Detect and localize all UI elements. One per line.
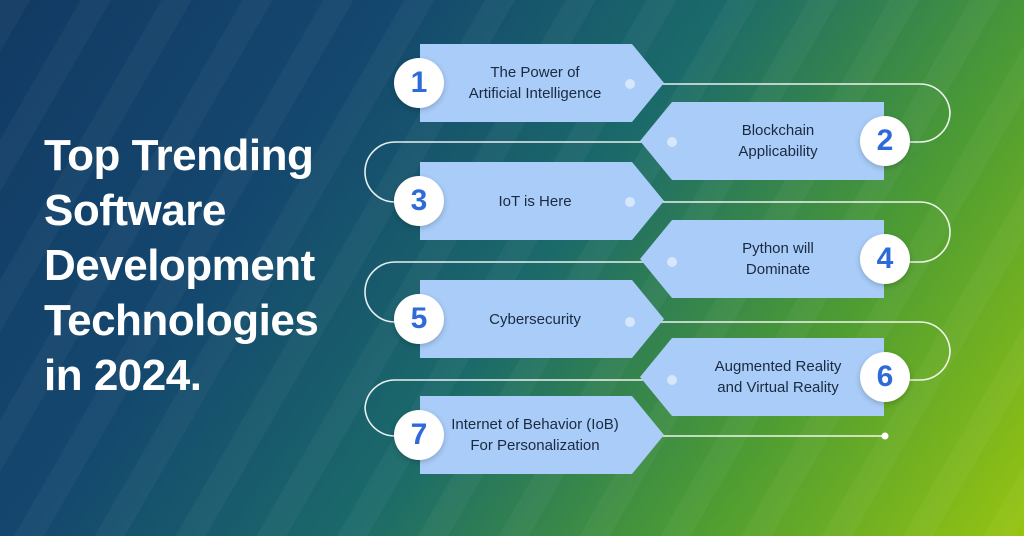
step-card-5: Cybersecurity: [420, 280, 664, 358]
title-line-4: Technologies: [44, 296, 319, 345]
step-card-4: Python will Dominate: [640, 220, 884, 298]
step-card-6: Augmented Reality and Virtual Reality: [640, 338, 884, 416]
connector-dot-5: [625, 317, 635, 327]
step-number-1: 1: [394, 58, 444, 108]
step-label-7: Internet of Behavior (IoB) For Personali…: [451, 416, 619, 454]
step-card-7: Internet of Behavior (IoB) For Personali…: [420, 396, 664, 474]
step-number-2: 2: [860, 116, 910, 166]
page-title: Top Trending Software Development Techno…: [44, 128, 344, 403]
connector-dot-2: [667, 137, 677, 147]
connector-dot-1: [625, 79, 635, 89]
connector-dot-3: [625, 197, 635, 207]
step-number-6: 6: [860, 352, 910, 402]
step-number-7: 7: [394, 410, 444, 460]
step-label-5: Cybersecurity: [489, 310, 581, 328]
connector-dot-6: [667, 375, 677, 385]
title-line-5: in 2024.: [44, 351, 202, 400]
step-card-1: The Power of Artificial Intelligence: [420, 44, 664, 122]
title-line-3: Development: [44, 241, 315, 290]
connector-dot-4: [667, 257, 677, 267]
step-label-6: Augmented Reality and Virtual Reality: [714, 358, 842, 396]
step-number-3: 3: [394, 176, 444, 226]
step-label-4: Python will Dominate: [742, 240, 814, 278]
step-label-1: The Power of Artificial Intelligence: [468, 64, 602, 102]
step-number-4: 4: [860, 234, 910, 284]
step-label-2: Blockchain Applicability: [738, 122, 818, 160]
step-card-3: IoT is Here: [420, 162, 664, 240]
step-number-5: 5: [394, 294, 444, 344]
title-line-2: Software: [44, 186, 226, 235]
step-label-3: IoT is Here: [498, 192, 572, 210]
step-card-2: Blockchain Applicability: [640, 102, 884, 180]
title-line-1: Top Trending: [44, 131, 314, 180]
